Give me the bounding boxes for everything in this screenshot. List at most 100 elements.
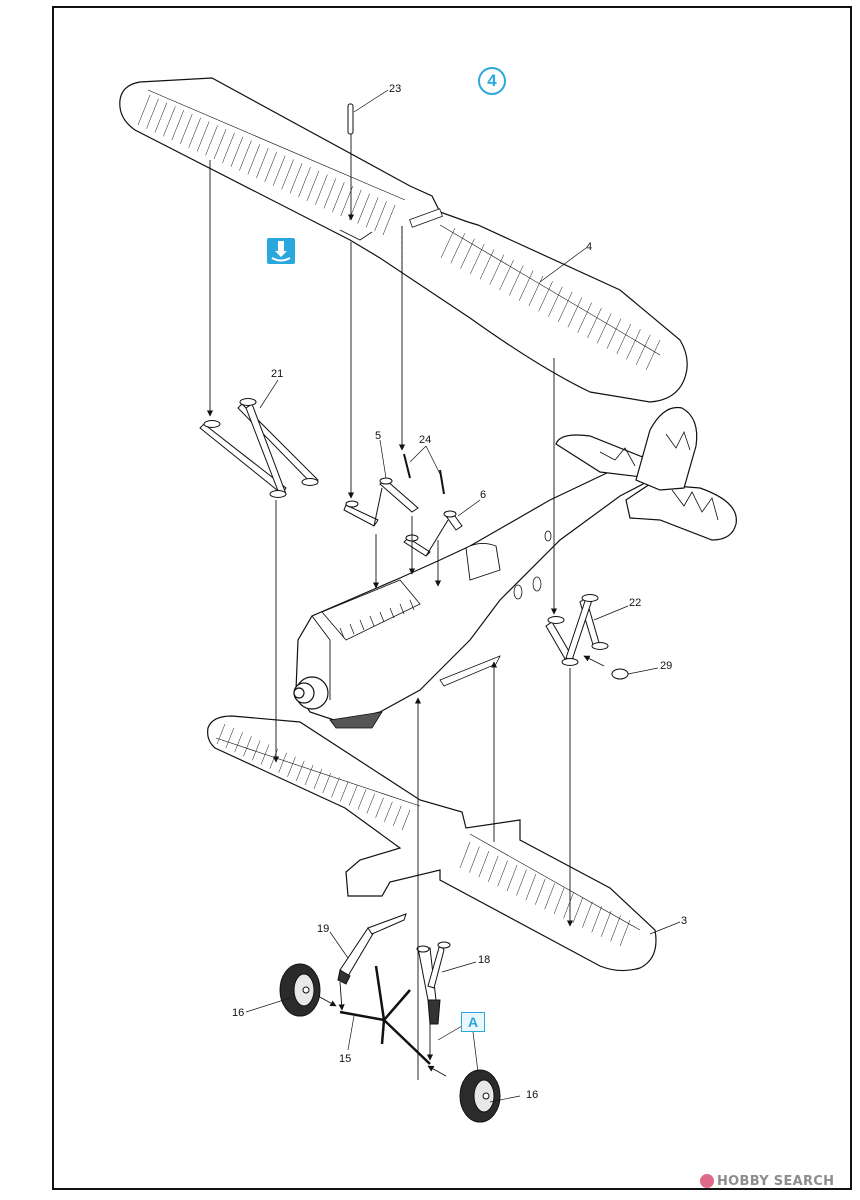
callout-23: 23 (389, 83, 402, 95)
wing-rib (460, 238, 475, 269)
interplane-strut-22 (545, 594, 609, 666)
wing-rib (488, 855, 499, 882)
wing-rib (535, 878, 546, 905)
wing-rib (374, 201, 387, 232)
wing-rib (331, 777, 340, 798)
wing-rib (516, 869, 527, 896)
wing-rib (357, 789, 367, 810)
wing-rib (349, 623, 355, 635)
callout-6: 6 (480, 489, 487, 501)
wing-rib (497, 860, 508, 887)
rod-parts-24 (403, 453, 445, 495)
upper-wing (119, 77, 688, 403)
cabane-strut-6 (403, 510, 463, 557)
wing-rib (606, 318, 622, 349)
wing-rib (213, 129, 227, 160)
wing-rib (616, 323, 631, 355)
lower-wing-ribs (216, 723, 631, 947)
wing-rib (382, 204, 396, 236)
wing-rib (375, 797, 384, 818)
callout-19: 19 (317, 923, 330, 935)
callout-24: 24 (419, 434, 432, 446)
wing-rib (548, 286, 563, 317)
wing-rib (188, 117, 201, 148)
callout-22: 22 (629, 597, 642, 609)
wheel-16-right (459, 1069, 501, 1123)
wing-rib (553, 887, 565, 914)
wing-rib (450, 233, 465, 264)
wing-rib (154, 102, 168, 133)
wing-rib (626, 329, 641, 360)
vertical-fin (635, 406, 698, 491)
wing-rib (392, 805, 402, 826)
hobby-search-logo-icon (700, 1174, 714, 1188)
wing-rib (459, 841, 471, 869)
wing-rib (205, 125, 218, 156)
leader-lines (245, 89, 681, 1103)
wing-rib (216, 723, 226, 745)
wing-rib (296, 760, 305, 781)
wheel-16-left (279, 963, 321, 1017)
wing-rib (645, 339, 661, 371)
wing-rib (544, 883, 555, 910)
wing-rib (281, 159, 294, 190)
wing-rib (315, 174, 328, 205)
callout-29: 29 (660, 660, 673, 672)
landing-gear-18 (416, 941, 451, 1025)
guide-arrows (206, 134, 605, 1080)
wing-rib (304, 764, 314, 786)
wing-rib (256, 148, 269, 179)
wing-rib (518, 270, 534, 301)
wing-rib (332, 182, 345, 213)
watermark: HOBBY SEARCH (700, 1172, 834, 1190)
wing-rib (306, 170, 320, 201)
wing-rib (538, 281, 553, 312)
wing-rib (478, 851, 490, 878)
wing-rib (379, 611, 385, 623)
wing-rib (247, 144, 261, 175)
cabane-strut-5 (343, 477, 419, 527)
wing-rib (366, 793, 375, 814)
lower-wing (207, 715, 657, 972)
engine-louvers (339, 599, 415, 639)
upper-wing-ribs (137, 94, 661, 371)
wing-rib (340, 781, 349, 802)
callout-4: 4 (586, 241, 593, 253)
wing-rib (171, 110, 185, 141)
wing-rib (243, 736, 252, 757)
wing-rib (489, 254, 505, 285)
wing-rib (369, 615, 375, 627)
watermark-text: HOBBY SEARCH (717, 1173, 835, 1189)
wing-rib (582, 901, 593, 928)
glue-icon (267, 238, 295, 264)
callout-16-right: 16 (526, 1089, 539, 1101)
wing-rib (365, 197, 379, 228)
wing-rib (225, 728, 235, 749)
wing-rib (234, 732, 243, 753)
sub-assembly-label: A (461, 1012, 485, 1032)
wing-rib (572, 896, 584, 924)
wing-rib (401, 809, 411, 831)
wing-rib (596, 313, 612, 344)
small-part-29 (611, 668, 629, 680)
wing-rib (323, 178, 337, 209)
wing-rib (289, 163, 303, 194)
wing-rib (163, 106, 176, 137)
wing-rib (339, 627, 345, 639)
wing-rib (528, 275, 544, 307)
landing-gear-19 (337, 913, 407, 985)
wing-rib (469, 846, 480, 873)
wing-rib (264, 151, 277, 182)
wing-rib (600, 910, 612, 937)
callout-5: 5 (375, 430, 382, 442)
wing-rib (359, 619, 365, 631)
wing-rib (557, 291, 573, 323)
wing-rib (440, 227, 456, 259)
step-number-badge: 4 (478, 67, 506, 95)
wing-rib (479, 249, 495, 280)
pitot-part-23 (347, 103, 354, 135)
wing-rib (137, 94, 151, 126)
wing-rib (272, 155, 286, 186)
wing-rib (577, 302, 592, 333)
wing-rib (636, 334, 651, 365)
